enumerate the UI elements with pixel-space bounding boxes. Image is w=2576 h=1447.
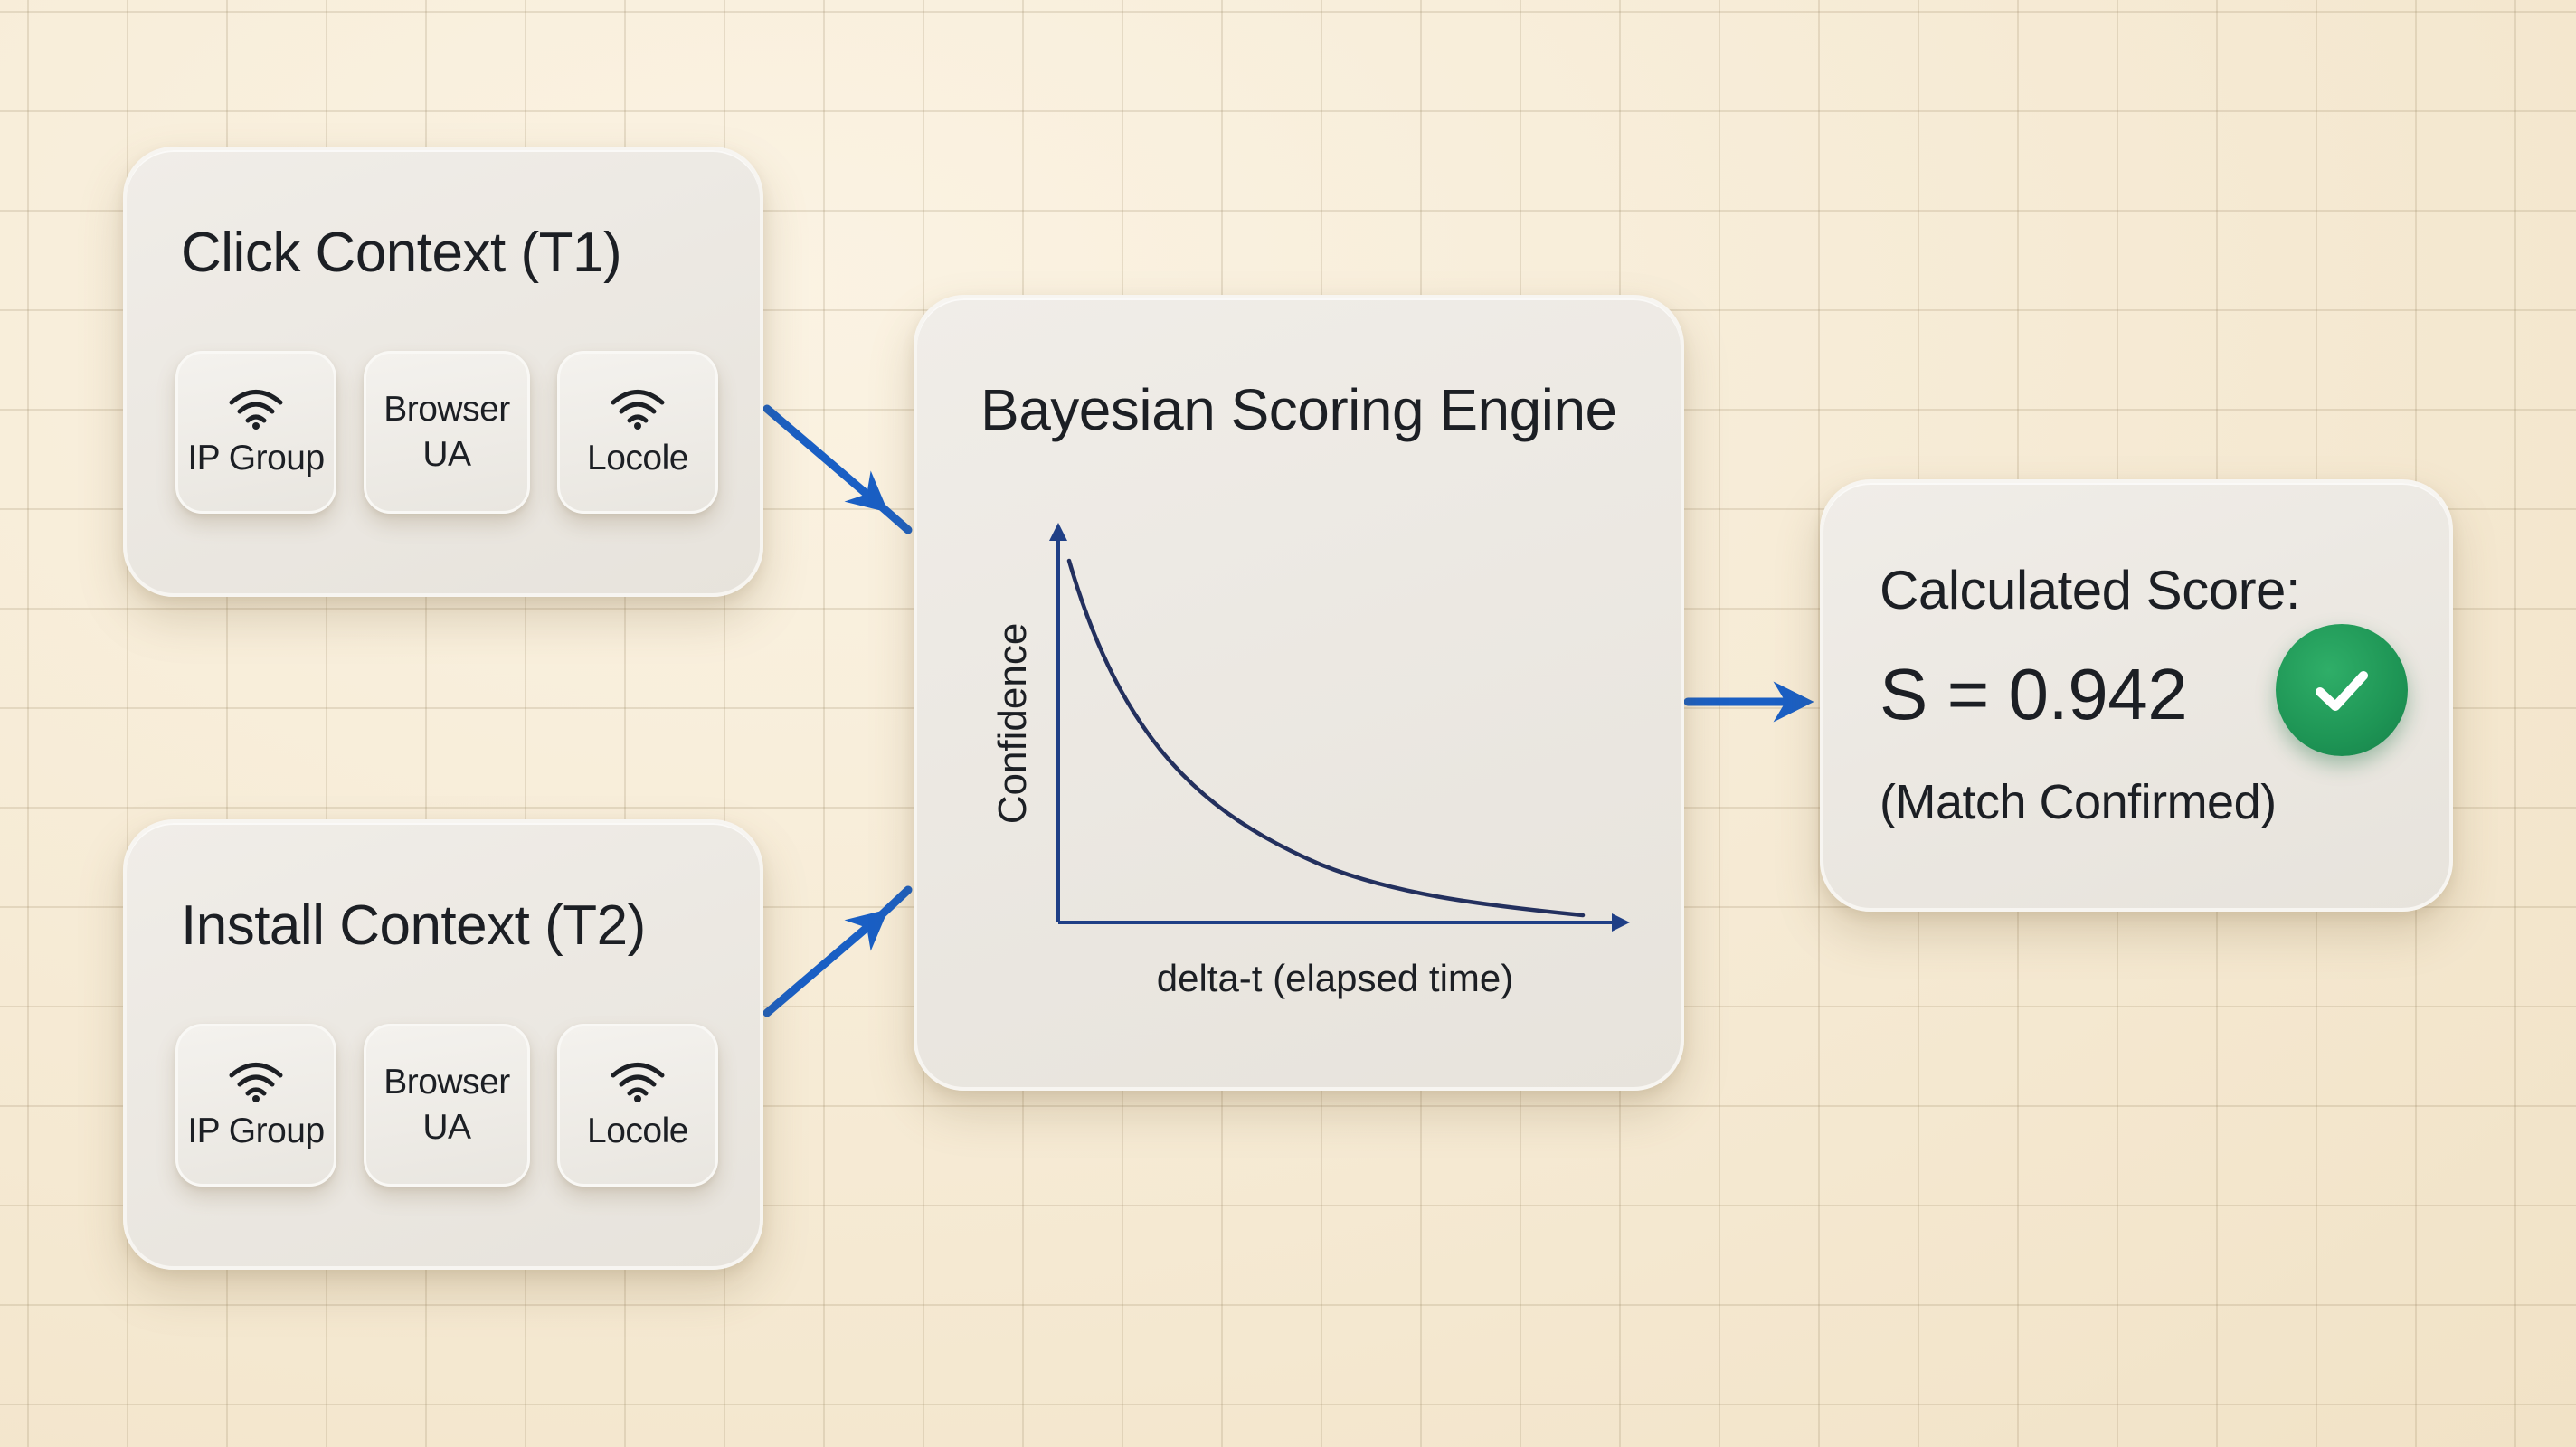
x-axis-label: delta-t (elapsed time) <box>1157 957 1514 999</box>
wifi-icon <box>229 390 283 430</box>
browser-ua-chip: Browser UA <box>364 1024 530 1187</box>
browser-ua-label: Browser UA <box>384 390 510 474</box>
install-context-panel: Install Context (T2) IP Group Browser UA… <box>123 819 763 1270</box>
confidence-decay-chart: Confidence delta-t (elapsed time) <box>990 523 1630 999</box>
click-context-title: Click Context (T1) <box>181 222 622 284</box>
ip-group-chip: IP Group <box>175 351 336 514</box>
locale-label: Locole <box>587 1111 688 1150</box>
install-context-title: Install Context (T2) <box>181 894 646 957</box>
y-axis-label: Confidence <box>990 623 1035 825</box>
arrow-install-to-engine-tail <box>875 885 913 922</box>
score-value: S = 0.942 <box>1880 654 2188 734</box>
arrow-click-to-engine-tail <box>875 500 913 534</box>
locale-label: Locole <box>587 439 688 478</box>
scoring-engine-title: Bayesian Scoring Engine <box>980 377 1617 442</box>
ip-group-label: IP Group <box>187 1111 325 1150</box>
ip-group-chip: IP Group <box>175 1024 336 1187</box>
ip-group-label: IP Group <box>187 439 325 478</box>
decay-curve <box>1066 558 1586 918</box>
wifi-icon <box>611 1063 665 1102</box>
click-context-panel: Click Context (T1) IP Group Browser UA L… <box>123 147 763 597</box>
scoring-engine-panel: Bayesian Scoring Engine Confidence delta… <box>914 295 1684 1091</box>
arrow-click-to-engine <box>762 404 889 513</box>
locale-chip: Locole <box>557 351 718 514</box>
match-confirmed-badge <box>2276 624 2408 756</box>
checkmark-icon <box>2316 671 2368 711</box>
locale-chip: Locole <box>557 1024 718 1187</box>
browser-ua-chip: Browser UA <box>364 351 530 514</box>
match-status: (Match Confirmed) <box>1880 775 2277 829</box>
calculated-score-title: Calculated Score: <box>1880 560 2301 620</box>
browser-ua-label: Browser UA <box>384 1063 510 1147</box>
calculated-score-panel: Calculated Score: S = 0.942 (Match Confi… <box>1820 479 2453 912</box>
wifi-icon <box>611 390 665 430</box>
wifi-icon <box>229 1063 283 1102</box>
arrow-install-to-engine <box>762 909 889 1017</box>
